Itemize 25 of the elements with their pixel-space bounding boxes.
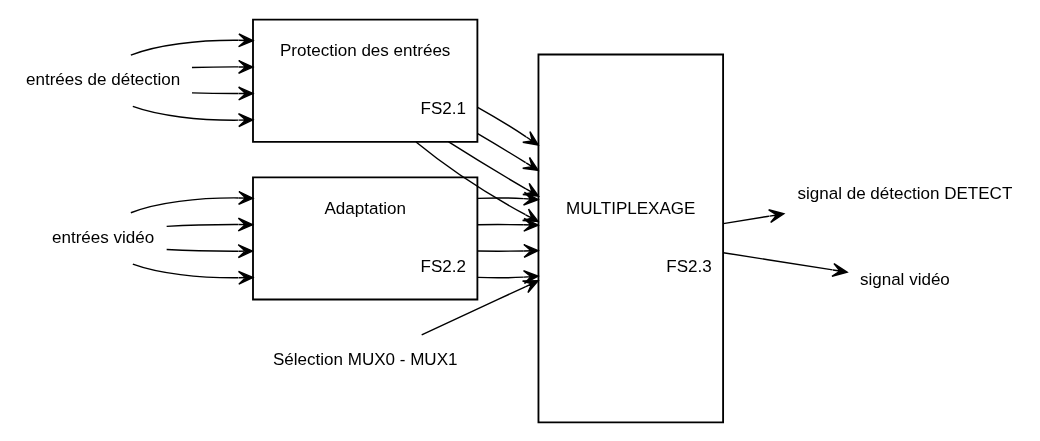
node-box: Adaptation FS2.2 <box>252 175 479 300</box>
node-text: Sélection MUX0 - MUX1 <box>272 349 458 369</box>
arrow <box>191 59 254 74</box>
arrow <box>476 269 539 284</box>
arrow <box>191 85 254 101</box>
node-box: MULTIPLEXAGE FS2.3 <box>537 53 724 423</box>
node-box: Protection des entrées FS2.1 <box>252 18 479 143</box>
arrow <box>476 191 539 206</box>
node-text: signal vidéo <box>859 269 950 289</box>
arrow <box>476 106 539 146</box>
arrow <box>476 132 539 171</box>
arrow <box>165 216 254 232</box>
arrow <box>722 208 785 224</box>
node-text: signal de détection DETECT <box>797 183 1013 203</box>
node-text: entrées vidéo <box>52 227 155 247</box>
arrow <box>476 243 539 258</box>
arrow <box>722 251 848 277</box>
arrow <box>421 279 539 336</box>
arrow <box>132 262 254 285</box>
arrow <box>132 105 254 127</box>
arrow <box>476 217 539 232</box>
arrow <box>165 243 254 258</box>
node-text: entrées de détection <box>25 69 181 89</box>
arrow <box>130 190 254 213</box>
arrow <box>130 32 254 56</box>
